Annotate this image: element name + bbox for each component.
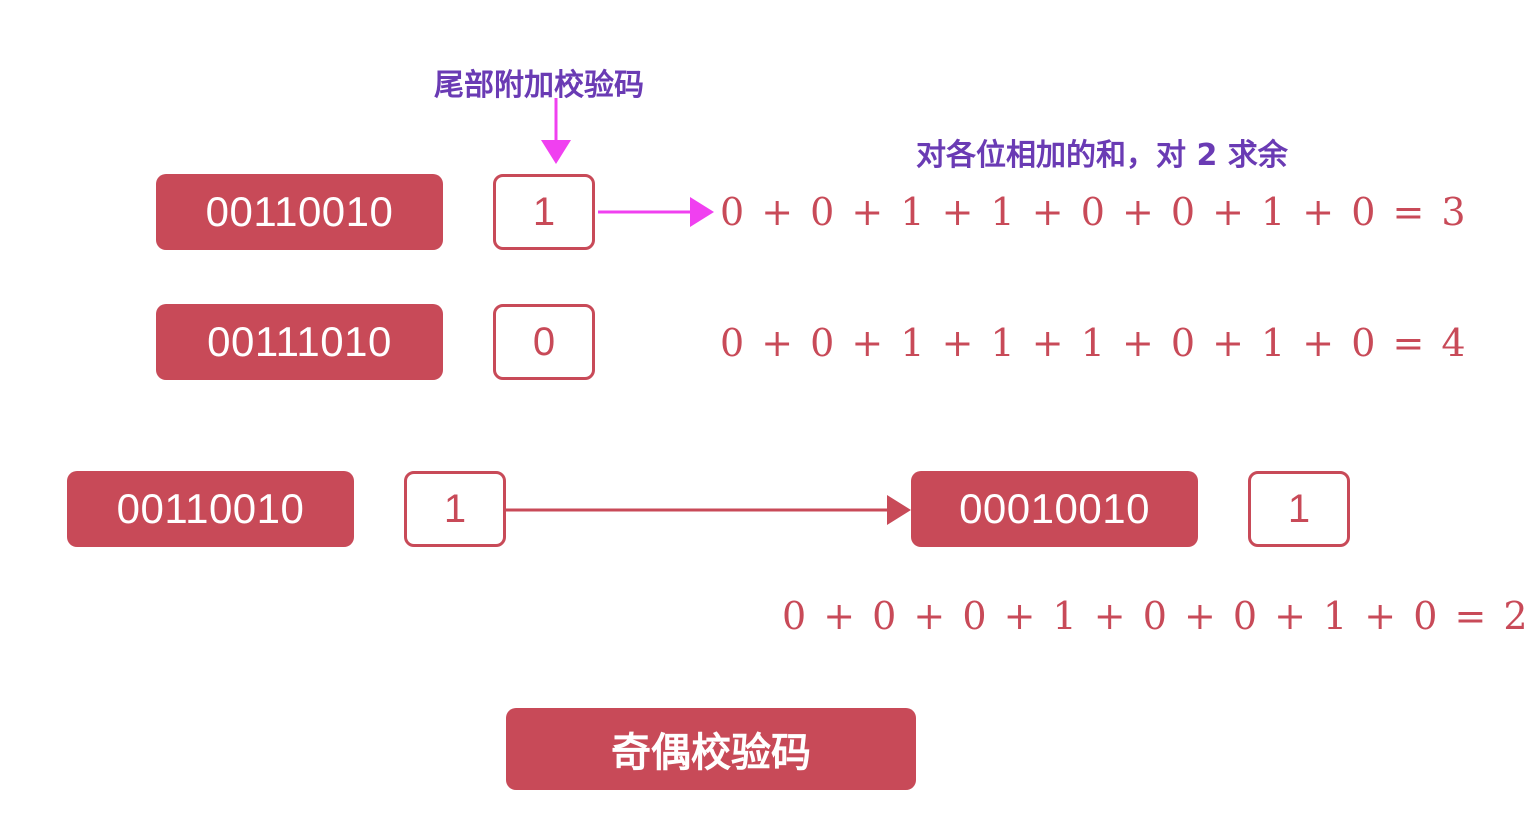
row1-data-bits: 00110010: [156, 174, 443, 250]
row2-data-bits: 00111010: [156, 304, 443, 380]
diagram-title: 奇偶校验码: [506, 708, 916, 790]
row2-parity-bit: 0: [493, 304, 595, 380]
sent-parity-bit: 1: [404, 471, 506, 547]
row1-parity-bit: 1: [493, 174, 595, 250]
row1-equation: 0 + 0 + 1 + 1 + 0 + 0 + 1 + 0 = 3: [720, 190, 1467, 234]
append-parity-note: 尾部附加校验码: [434, 68, 644, 103]
sent-data-bits: 00110010: [67, 471, 354, 547]
row2-equation: 0 + 0 + 1 + 1 + 1 + 0 + 1 + 0 = 4: [720, 321, 1467, 365]
sum-mod-two-note: 对各位相加的和，对 2 求余: [916, 138, 1288, 173]
received-parity-bit: 1: [1248, 471, 1350, 547]
connector-arrows: [506, 98, 911, 525]
received-equation: 0 + 0 + 0 + 1 + 0 + 0 + 1 + 0 = 2: [782, 594, 1528, 638]
received-data-bits: 00010010: [911, 471, 1198, 547]
